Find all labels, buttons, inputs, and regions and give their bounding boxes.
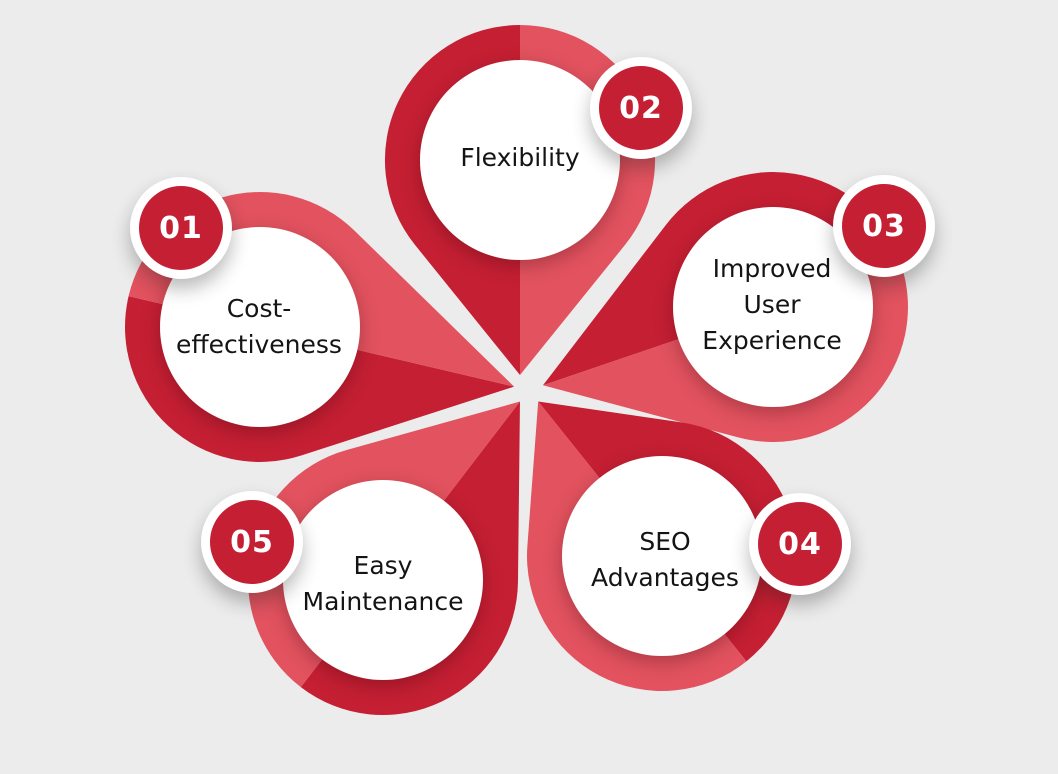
label-seo: SEO Advantages bbox=[591, 527, 739, 592]
circle-seo bbox=[562, 456, 762, 656]
circle-easy-maintenance bbox=[283, 480, 483, 680]
badge-02: 02 bbox=[590, 57, 692, 159]
label-flexibility: Flexibility bbox=[460, 143, 580, 172]
circle-improved-ux bbox=[673, 207, 873, 407]
badge-03: 03 bbox=[833, 175, 935, 277]
label-easy-maintenance: Easy Maintenance bbox=[302, 551, 464, 616]
label-cost-effectiveness: Cost-effectiveness bbox=[176, 294, 342, 359]
label-improved-ux: Improved User Experience bbox=[702, 254, 842, 355]
badge-01: 01 bbox=[130, 177, 232, 279]
inner-circles bbox=[160, 60, 873, 680]
circle-flexibility bbox=[420, 60, 620, 260]
badge-05: 05 bbox=[201, 491, 303, 593]
circle-cost-effectiveness bbox=[160, 227, 360, 427]
badge-04: 04 bbox=[749, 493, 851, 595]
